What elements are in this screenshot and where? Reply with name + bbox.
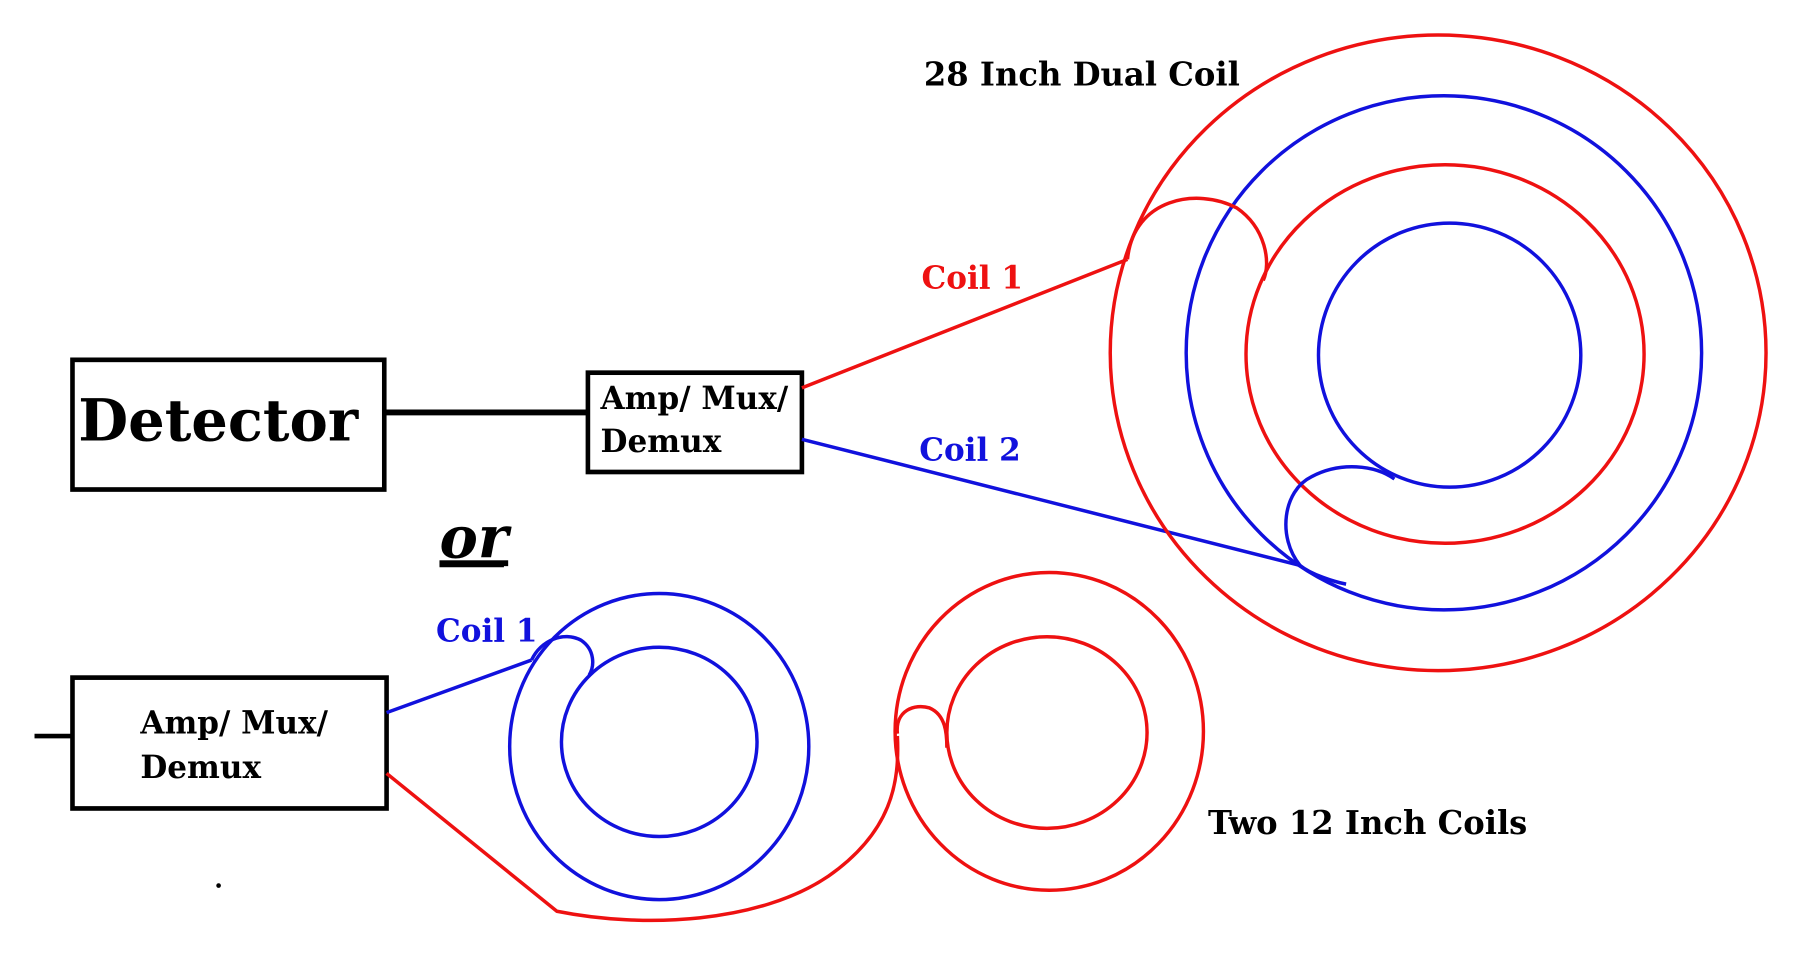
two-12-inch-coils — [385, 570, 1206, 923]
inner-blue-winding — [1316, 221, 1583, 489]
stray-dot — [216, 883, 221, 888]
blue-coil-outer — [507, 591, 811, 902]
inner-red-winding — [1244, 162, 1646, 546]
dual-coil — [1108, 33, 1768, 673]
red-coil-inner — [945, 634, 1149, 831]
outer-red-winding — [1108, 33, 1768, 673]
dual-coil-title: 28 Inch Dual Coil — [924, 55, 1240, 93]
blue-lead-junction — [1298, 564, 1347, 586]
amp-label-line1: Amp/ Mux/ — [600, 381, 789, 417]
coil1-label-bottom: Coil 1 — [436, 613, 537, 649]
blue-coil-loop — [529, 634, 595, 677]
coil1-red-lead — [801, 257, 1129, 390]
two-coils-title: Two 12 Inch Coils — [1208, 804, 1527, 842]
amp2-label-line1: Amp/ Mux/ — [139, 705, 328, 741]
coil2-blue-lead — [801, 437, 1301, 568]
amp-mux-demux-box-2 — [70, 675, 389, 811]
amp-mux-demux-box — [585, 370, 805, 475]
blue-coil-inner — [559, 645, 759, 839]
blue-coil-lead — [385, 658, 533, 715]
or-separator: or — [439, 503, 512, 572]
red-coil-loop — [895, 704, 949, 748]
outer-blue-winding — [1184, 94, 1704, 612]
detector-box — [70, 357, 387, 492]
blue-crossover-loop — [1284, 465, 1396, 567]
detector-label: Detector — [78, 386, 359, 455]
red-crossover-loop — [1125, 196, 1269, 282]
coil1-label: Coil 1 — [922, 260, 1023, 296]
amp-label-line2: Demux — [601, 424, 722, 460]
amp2-label-line2: Demux — [140, 750, 261, 786]
red-coil-outer — [893, 570, 1206, 892]
red-coil-lead — [385, 735, 900, 923]
coil2-label: Coil 2 — [919, 432, 1020, 468]
